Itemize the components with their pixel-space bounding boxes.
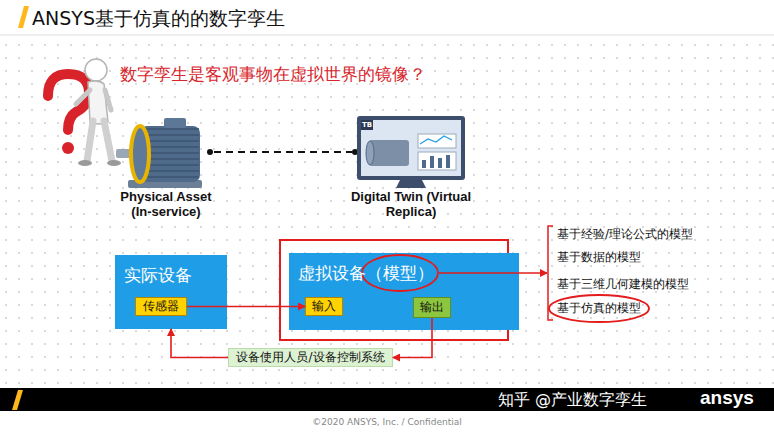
input-box: 输入 [305, 297, 343, 316]
node-text: 输入 [312, 298, 336, 315]
dot-grid [0, 38, 774, 388]
copyright-note: ©2020 ANSYS, Inc. / Confidential [0, 417, 774, 427]
twin-link [214, 151, 352, 153]
signal-arrow [187, 306, 305, 308]
node-text: 虚拟设备（模型） [289, 253, 519, 285]
question-person [48, 59, 121, 166]
operator-box: 设备使用人员/设备控制系统 [228, 348, 393, 367]
model-type: 基于经验/理论公式的模型 [557, 226, 693, 243]
highlight-ring [362, 255, 438, 291]
highlight-ring [549, 295, 649, 322]
monitor-illustration [357, 116, 465, 188]
node-text: 实际设备 [115, 255, 227, 287]
watermark: 知乎 @产业数字孪生 [498, 390, 647, 411]
asset-caption: Physical Asset (In-service) [112, 189, 220, 219]
screen-tag: TB [362, 121, 372, 129]
sensor-box: 传感器 [135, 297, 187, 316]
title-rule [0, 35, 774, 36]
list-bracket [548, 226, 553, 320]
model-type: 基于仿真的模型 [557, 300, 641, 317]
motor-illustration [116, 118, 213, 188]
model-type: 基于数据的模型 [557, 249, 641, 266]
model-box: 虚拟设备（模型） 输入 输出 [289, 253, 519, 330]
footer-slash [12, 390, 23, 410]
output-box: 输出 [413, 297, 451, 318]
pointer-arrow [439, 272, 547, 274]
node-text: 传感器 [143, 298, 179, 315]
device-box: 实际设备传感器 [115, 255, 227, 329]
node-text: 设备使用人员/设备控制系统 [236, 349, 384, 366]
ansys-logo: ansys [700, 387, 754, 409]
node-text: 输出 [420, 299, 444, 316]
footer-bar [0, 388, 774, 411]
slide-title: ANSYS基于仿真的的数字孪生 [32, 6, 285, 32]
title-slash [18, 6, 29, 28]
question-heading: 数字孪生是客观事物在虚拟世界的镜像？ [120, 63, 426, 86]
twin-caption: Digital Twin (Virtual Replica) [350, 189, 472, 219]
signal-arrow [393, 318, 432, 358]
model-type: 基于三维几何建模的模型 [557, 276, 689, 293]
signal-arrow [171, 329, 228, 358]
